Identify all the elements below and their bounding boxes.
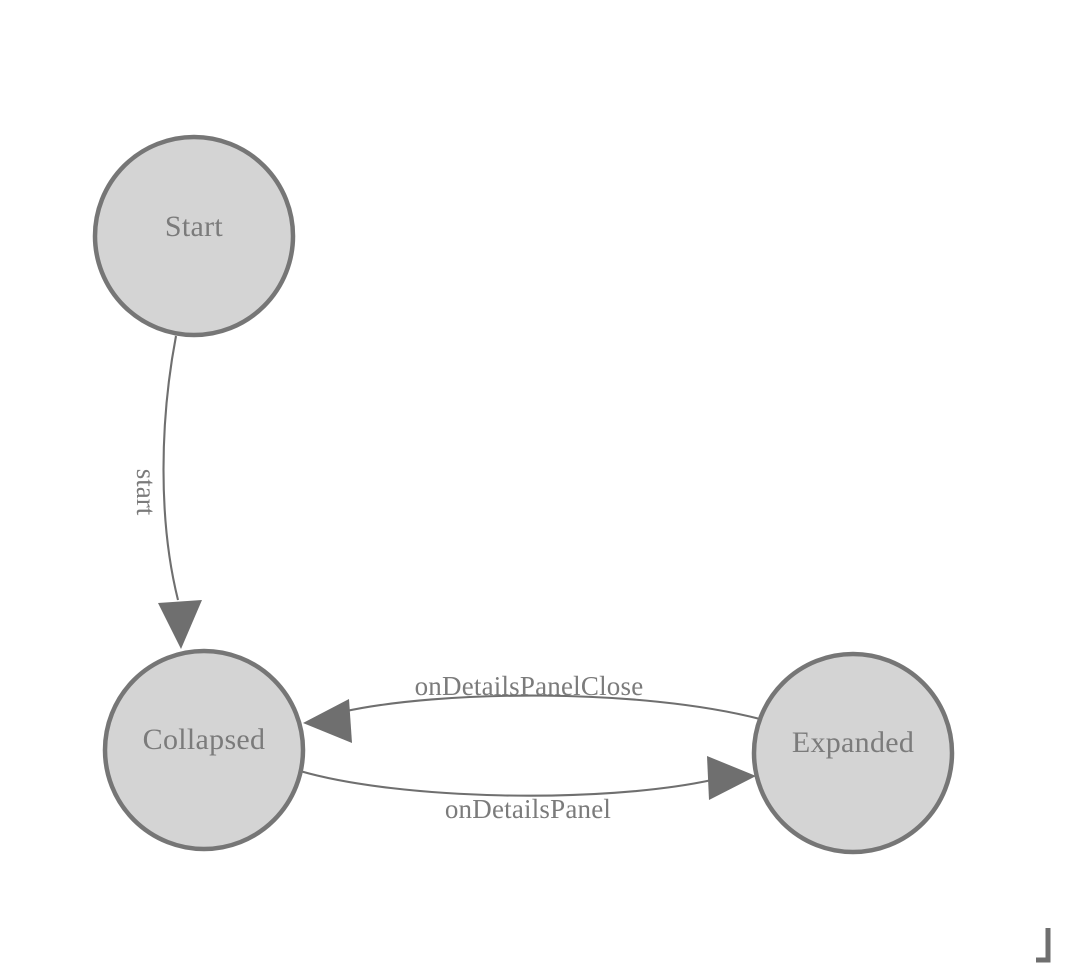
node-collapsed-circle (102, 648, 306, 852)
edge-collapsed-to-expanded-line (299, 769, 713, 797)
edge-start-to-collapsed[interactable] (158, 335, 202, 649)
edge-expanded-to-collapsed[interactable] (303, 694, 761, 743)
node-expanded-label: Expanded (792, 726, 914, 759)
edge-expanded-to-collapsed-arrowhead (303, 699, 352, 743)
edge-label-on-details-panel-close: onDetailsPanelClose (415, 671, 644, 701)
node-collapsed-label: Collapsed (143, 723, 266, 756)
edge-start-to-collapsed-line (162, 335, 180, 601)
edge-collapsed-to-expanded[interactable] (299, 756, 756, 800)
resize-corner-handle-bracket (1036, 928, 1051, 963)
node-start[interactable]: Start (92, 134, 296, 338)
edge-collapsed-to-expanded-arrowhead (707, 756, 756, 800)
edge-label-start: start (131, 469, 161, 516)
edge-expanded-to-collapsed-line (341, 694, 761, 721)
node-expanded[interactable]: Expanded (751, 651, 955, 855)
resize-corner-handle[interactable] (1036, 928, 1051, 963)
node-start-label: Start (165, 210, 224, 243)
edge-start-to-collapsed-arrowhead (158, 600, 202, 649)
node-expanded-circle (751, 651, 955, 855)
node-start-circle (92, 134, 296, 338)
edge-label-on-details-panel: onDetailsPanel (445, 794, 611, 824)
node-collapsed[interactable]: Collapsed (102, 648, 306, 852)
